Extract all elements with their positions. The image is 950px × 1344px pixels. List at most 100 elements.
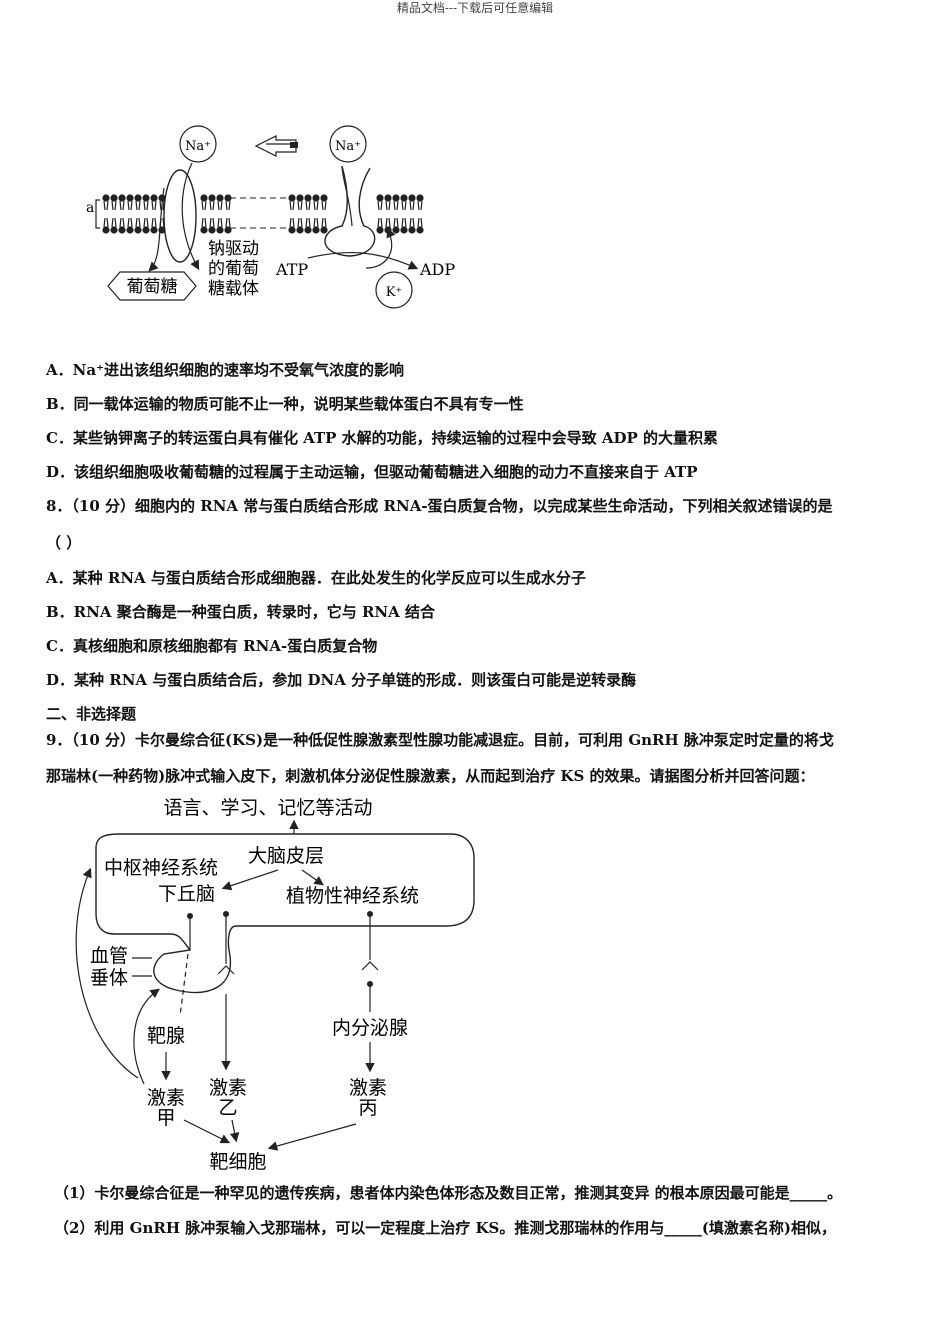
lipid-head — [296, 194, 304, 202]
lipid-tail — [393, 200, 399, 211]
hormone-c-label: 丙 — [358, 1097, 377, 1119]
lipid-head — [384, 194, 392, 202]
lipid-head — [408, 194, 416, 202]
lipid-tail — [297, 200, 303, 211]
sodium-ion-label: Na⁺ — [185, 139, 211, 154]
ans-label: 植物性神经系统 — [286, 885, 419, 907]
hypothalamus-label: 下丘脑 — [158, 883, 215, 905]
lipid-tail — [393, 217, 399, 228]
section-heading: 二、非选择题 — [46, 705, 137, 723]
lipid-tail — [103, 200, 109, 211]
vessel-label: 血管 — [90, 945, 128, 967]
lipid-tail — [143, 217, 149, 228]
q9-line1: 9．（10 分）卡尔曼综合征(KS)是一种低促性腺激素型性腺功能减退症。目前，可… — [46, 731, 834, 749]
lipid-tail — [297, 217, 303, 228]
lipid-head — [216, 226, 224, 234]
lipid-head — [102, 226, 110, 234]
target-gland-label: 靶腺 — [147, 1025, 185, 1047]
hormone-a-label: 激素 — [147, 1087, 185, 1109]
lipid-head — [304, 226, 312, 234]
q8-stem: 8．（10 分）细胞内的 RNA 常与蛋白质结合形成 RNA-蛋白质复合物，以完… — [46, 497, 833, 515]
hormone-c-label: 激素 — [349, 1077, 387, 1099]
carrier-label: 钠驱动 — [208, 239, 259, 259]
lipid-tail — [143, 200, 149, 211]
lipid-tail — [119, 200, 125, 211]
q7-option-b: B．同一载体运输的物质可能不止一种，说明某些载体蛋白不具有专一性 — [46, 395, 524, 413]
lipid-head — [142, 226, 150, 234]
lipid-tail — [127, 200, 133, 211]
lipid-head — [376, 194, 384, 202]
lipid-head — [200, 226, 208, 234]
hormone-b-label: 乙 — [218, 1097, 237, 1119]
potassium-ion-circle — [375, 271, 413, 309]
lipid-tail — [209, 200, 215, 211]
lipid-tail — [377, 217, 383, 228]
lipid-tail — [209, 217, 215, 228]
lipid-tail — [417, 200, 423, 211]
activities-label: 语言、学习、记忆等活动 — [163, 797, 372, 819]
lipid-head — [110, 194, 118, 202]
cns-outline — [95, 833, 475, 994]
lipid-tail — [225, 200, 231, 211]
q7-option-d: D．该组织细胞吸收葡萄糖的过程属于主动运输，但驱动葡萄糖进入细胞的动力不直接来自… — [46, 463, 698, 481]
lipid-head — [408, 226, 416, 234]
lipid-tail — [313, 200, 319, 211]
lipid-tail — [103, 217, 109, 228]
glucose-shape — [107, 271, 197, 301]
target-cell-label: 靶细胞 — [209, 1151, 266, 1173]
lipid-head — [296, 226, 304, 234]
carrier-label: 糖载体 — [208, 279, 259, 299]
lipid-head — [150, 226, 158, 234]
adp-label: ADP — [419, 260, 455, 279]
lipid-tail — [111, 217, 117, 228]
lipid-tail — [217, 217, 223, 228]
lipid-head — [304, 194, 312, 202]
lipid-head — [134, 194, 142, 202]
membrane-label-a: a — [86, 200, 94, 216]
q8-option-d: D．某种 RNA 与蛋白质结合后，参加 DNA 分子单链的形成．则该蛋白可能是逆… — [46, 671, 637, 689]
lipid-tail — [409, 217, 415, 228]
lipid-head — [142, 194, 150, 202]
lipid-head — [134, 226, 142, 234]
lipid-head — [102, 194, 110, 202]
sodium-ion-label: Na⁺ — [335, 139, 361, 154]
lipid-tail — [313, 217, 319, 228]
lipid-head — [400, 194, 408, 202]
lipid-tail — [159, 200, 165, 211]
lipid-head — [118, 194, 126, 202]
membrane-transport-figure: Na⁺ Na⁺ a K⁺ 钠驱动 的葡萄 糖载体 葡萄糖 ATP ADP — [86, 125, 455, 309]
q8-option-a: A．某种 RNA 与蛋白质结合形成细胞器．在此处发生的化学反应可以生成水分子 — [46, 569, 586, 587]
lipid-tail — [305, 217, 311, 228]
lipid-tail — [409, 200, 415, 211]
hormone-a-label: 甲 — [156, 1107, 175, 1129]
lipid-head — [320, 226, 328, 234]
lipid-tail — [321, 217, 327, 228]
q9-sub2: （2）利用 GnRH 脉冲泵输入戈那瑞林，可以一定程度上治疗 KS。推测戈那瑞林… — [54, 1219, 837, 1237]
lipid-tail — [321, 200, 327, 211]
cortex-label: 大脑皮层 — [248, 845, 324, 867]
lipid-head — [200, 194, 208, 202]
lipid-head — [400, 226, 408, 234]
q9-line2: 那瑞林(一种药物)脉冲式输入皮下，刺激机体分泌促性腺激素，从而起到治疗 KS 的… — [46, 767, 815, 785]
lipid-head — [126, 194, 134, 202]
lipid-tail — [217, 200, 223, 211]
page-header: 精品文档---下载后可任意编辑 — [396, 1, 554, 15]
lipid-tail — [119, 217, 125, 228]
lipid-head — [224, 226, 232, 234]
lipid-tail — [385, 217, 391, 228]
cns-label: 中枢神经系统 — [104, 857, 218, 879]
lipid-head — [312, 226, 320, 234]
carrier-label: 的葡萄 — [208, 259, 259, 279]
movement-arrow — [254, 135, 297, 157]
lipid-tail — [111, 200, 117, 211]
lipid-tail — [385, 200, 391, 211]
lipid-tail — [289, 200, 295, 211]
neuroendocrine-figure: 语言、学习、记忆等活动 中枢神经系统 大脑皮层 下丘脑 植物性神经系统 血管 垂… — [75, 797, 475, 1173]
pituitary-label: 垂体 — [90, 967, 128, 989]
atp-label: ATP — [275, 260, 308, 279]
lipid-tail — [151, 200, 157, 211]
q7-option-c: C．某些钠钾离子的转运蛋白具有催化 ATP 水解的功能，持续运输的过程中会导致 … — [46, 429, 719, 447]
lipid-tail — [417, 217, 423, 228]
lipid-head — [376, 226, 384, 234]
lipid-tail — [201, 217, 207, 228]
